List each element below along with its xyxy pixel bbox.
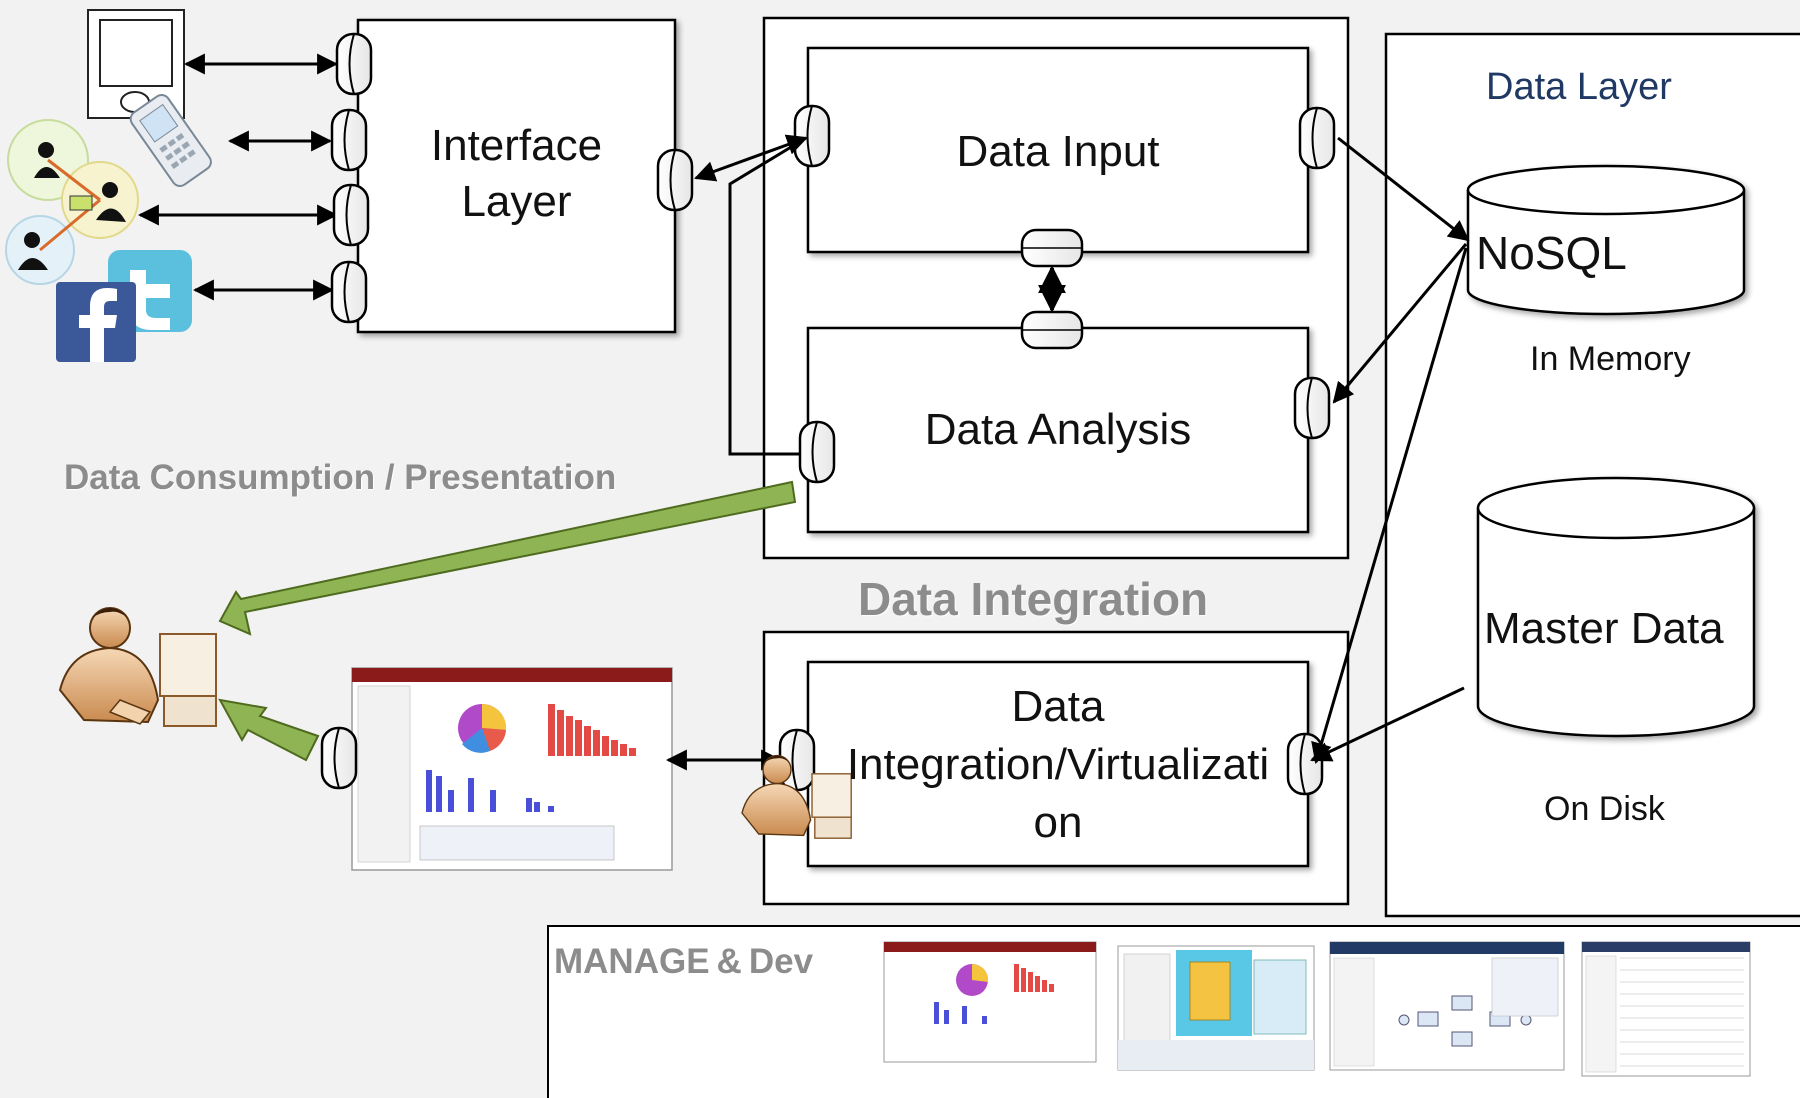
nosql-label: NoSQL bbox=[1476, 227, 1627, 279]
green-arrow-dashboard bbox=[218, 698, 320, 762]
in-memory-label: In Memory bbox=[1530, 340, 1691, 378]
process-screenshot bbox=[1329, 941, 1565, 1071]
data-integration-box bbox=[806, 660, 1310, 868]
mobile-phone-icon bbox=[129, 93, 212, 188]
dashboard-screenshot bbox=[351, 667, 673, 871]
master-data-cylinder bbox=[1476, 476, 1756, 738]
green-arrow-consumption bbox=[218, 480, 797, 636]
designer-screenshot bbox=[1117, 945, 1315, 1071]
people-network-icon bbox=[5, 119, 139, 285]
facebook-icon bbox=[56, 282, 136, 362]
on-disk-label: On Disk bbox=[1544, 790, 1665, 828]
consumption-section-label: Data Consumption / Presentation bbox=[64, 458, 617, 497]
data-layer-title: Data Layer bbox=[1486, 66, 1672, 108]
data-integration-label: Data Integration/Virtualizati on bbox=[846, 682, 1270, 847]
user-at-computer-icon bbox=[741, 754, 852, 839]
user-at-computer-icon bbox=[58, 607, 217, 727]
table-screenshot bbox=[1581, 941, 1751, 1077]
nosql-cylinder bbox=[1466, 164, 1746, 316]
interface-to-processing-connector bbox=[694, 134, 808, 456]
data-layer-connectors bbox=[1310, 136, 1470, 765]
input-analysis-connector bbox=[1020, 228, 1084, 350]
data-analysis-box bbox=[806, 326, 1310, 534]
manage-dev-section-label: MANAGE & Dev bbox=[554, 942, 814, 981]
interface-layer-label: Interface Layer bbox=[430, 121, 603, 226]
computer-icon bbox=[87, 9, 185, 119]
dashboard-port bbox=[320, 726, 358, 790]
device-connectors bbox=[137, 53, 339, 301]
data-analysis-label: Data Analysis bbox=[924, 405, 1192, 454]
integration-section-label: Data Integration bbox=[858, 573, 1209, 625]
interface-layer-box bbox=[356, 18, 677, 334]
master-data-label: Master Data bbox=[1484, 604, 1724, 653]
data-input-label: Data Input bbox=[956, 127, 1160, 176]
dashboard-screenshot bbox=[883, 941, 1097, 1063]
